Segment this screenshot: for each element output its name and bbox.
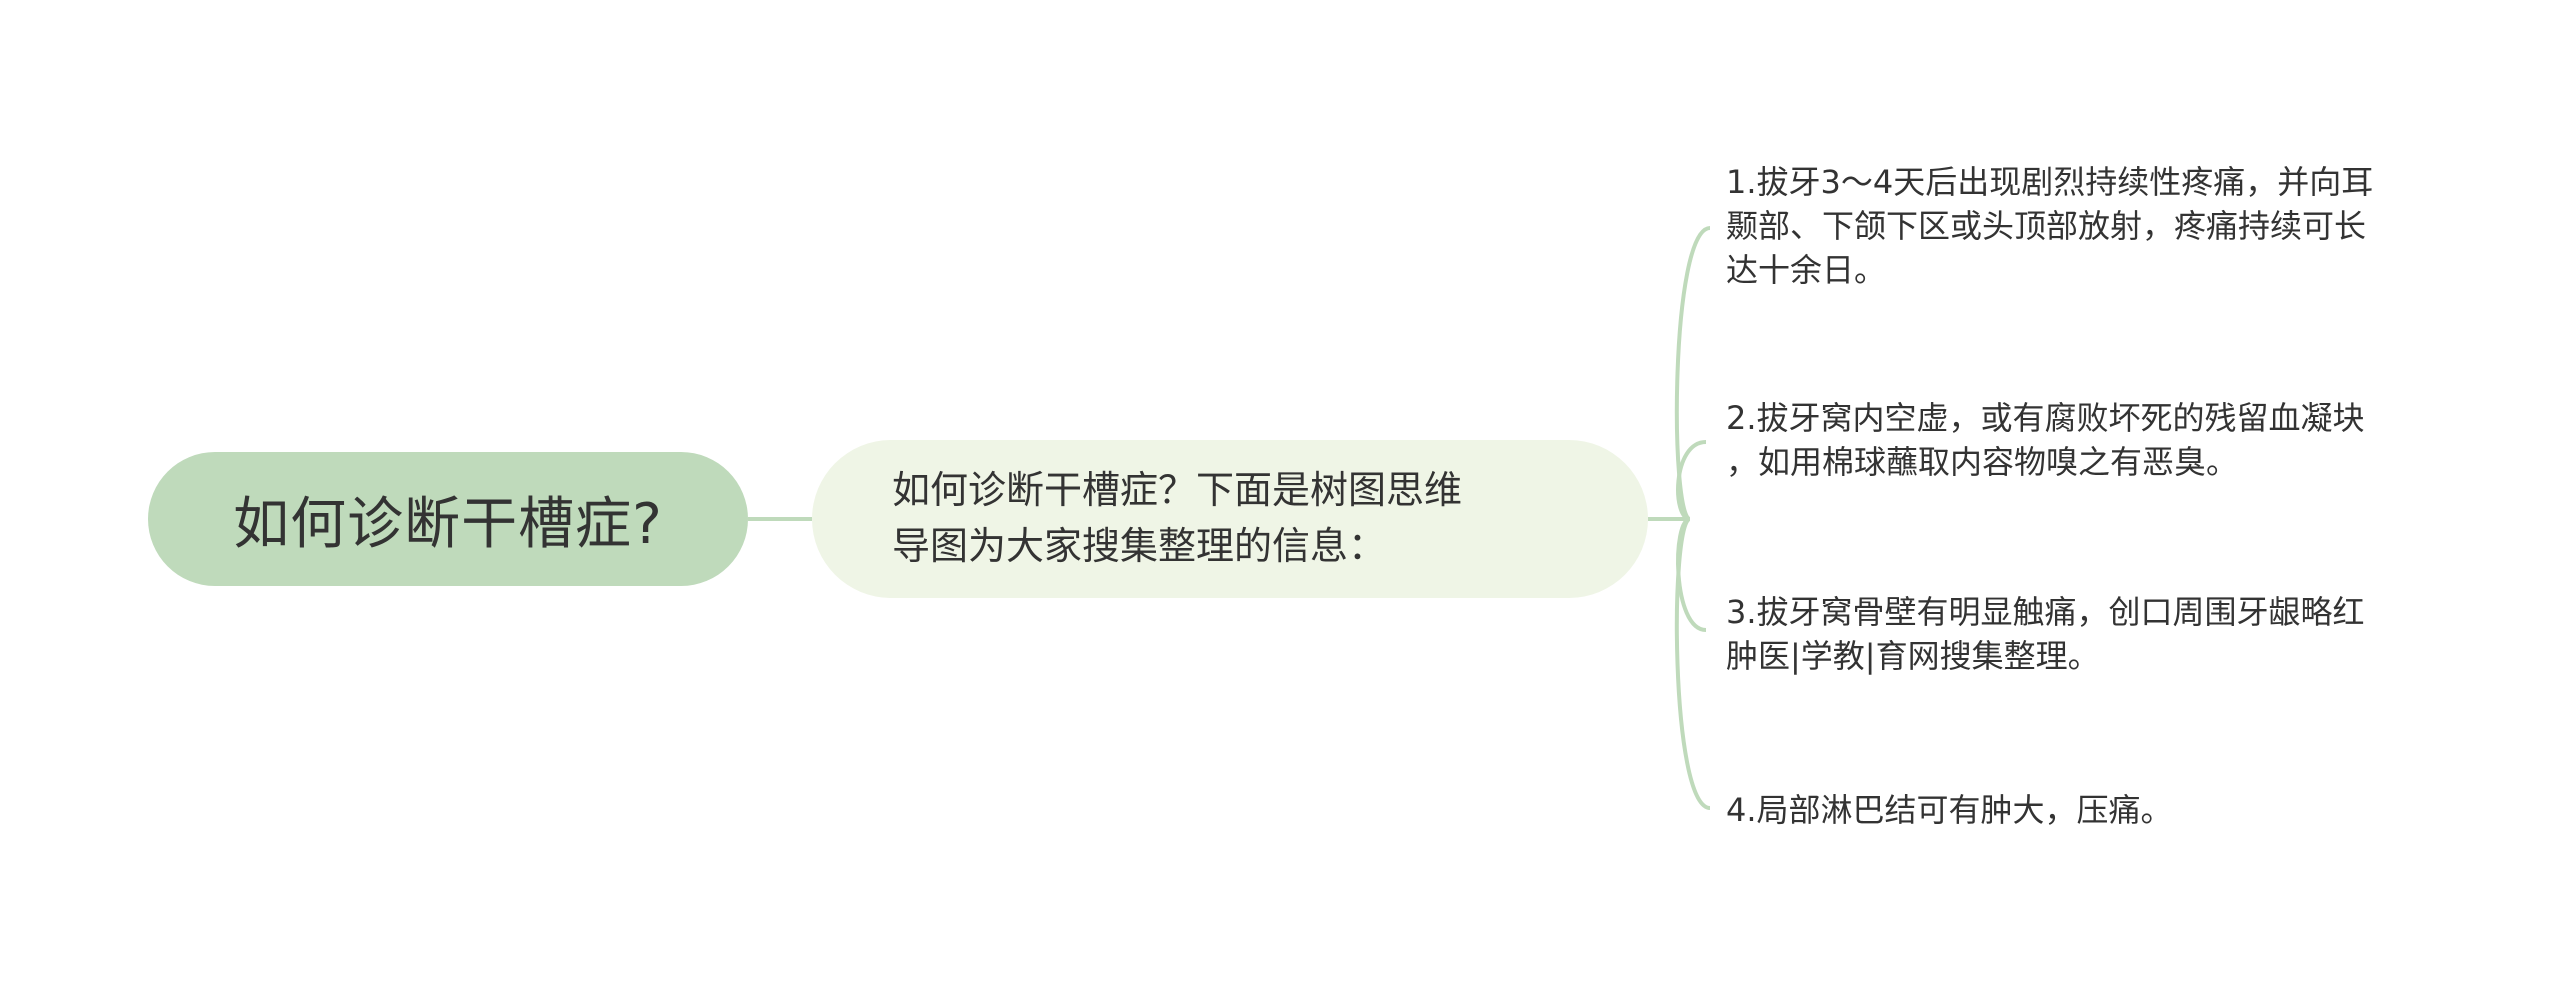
branch-to-leaf-1-connector — [1674, 226, 1711, 521]
branch-to-leaf-2-connector — [1676, 440, 1707, 521]
leaf-4-line-1: 4.局部淋巴结可有肿大，压痛。 — [1726, 791, 2173, 829]
leaf-2-line-1: 2.拔牙窝内空虚，或有腐败坏死的残留血凝块 — [1726, 399, 2365, 437]
main-topic-line-1: 如何诊断干槽症？下面是树图思维 — [892, 468, 1463, 512]
leaf-topic-3[interactable]: 3.拔牙窝骨壁有明显触痛，创口周围牙龈略红 肿医|学教|育网搜集整理。 — [1726, 590, 2365, 678]
leaf-1-line-3: 达十余日。 — [1726, 251, 1887, 289]
leaf-topic-4[interactable]: 4.局部淋巴结可有肿大，压痛。 — [1726, 788, 2173, 832]
leaf-topic-2[interactable]: 2.拔牙窝内空虚，或有腐败坏死的残留血凝块 ，如用棉球蘸取内容物嗅之有恶臭。 — [1726, 396, 2365, 484]
leaf-1-line-2: 颞部、下颌下区或头顶部放射，疼痛持续可长 — [1726, 207, 2367, 245]
leaf-3-line-2: 肿医|学教|育网搜集整理。 — [1726, 637, 2100, 675]
root-topic-label: 如何诊断干槽症? — [233, 491, 663, 557]
leaf-topic-1[interactable]: 1.拔牙3～4天后出现剧烈持续性疼痛，并向耳 颞部、下颌下区或头顶部放射，疼痛持… — [1726, 160, 2373, 292]
root-topic-node[interactable]: 如何诊断干槽症? — [148, 452, 748, 586]
leaf-1-line-1: 1.拔牙3～4天后出现剧烈持续性疼痛，并向耳 — [1726, 163, 2374, 201]
leaf-2-line-2: ，如用棉球蘸取内容物嗅之有恶臭。 — [1726, 443, 2239, 481]
branch-to-leaf-4-connector — [1674, 517, 1711, 810]
main-topic-line-2: 导图为大家搜集整理的信息： — [892, 524, 1387, 568]
main-topic-node[interactable]: 如何诊断干槽症？下面是树图思维 导图为大家搜集整理的信息： — [812, 440, 1648, 598]
leaf-3-line-1: 3.拔牙窝骨壁有明显触痛，创口周围牙龈略红 — [1726, 593, 2365, 631]
